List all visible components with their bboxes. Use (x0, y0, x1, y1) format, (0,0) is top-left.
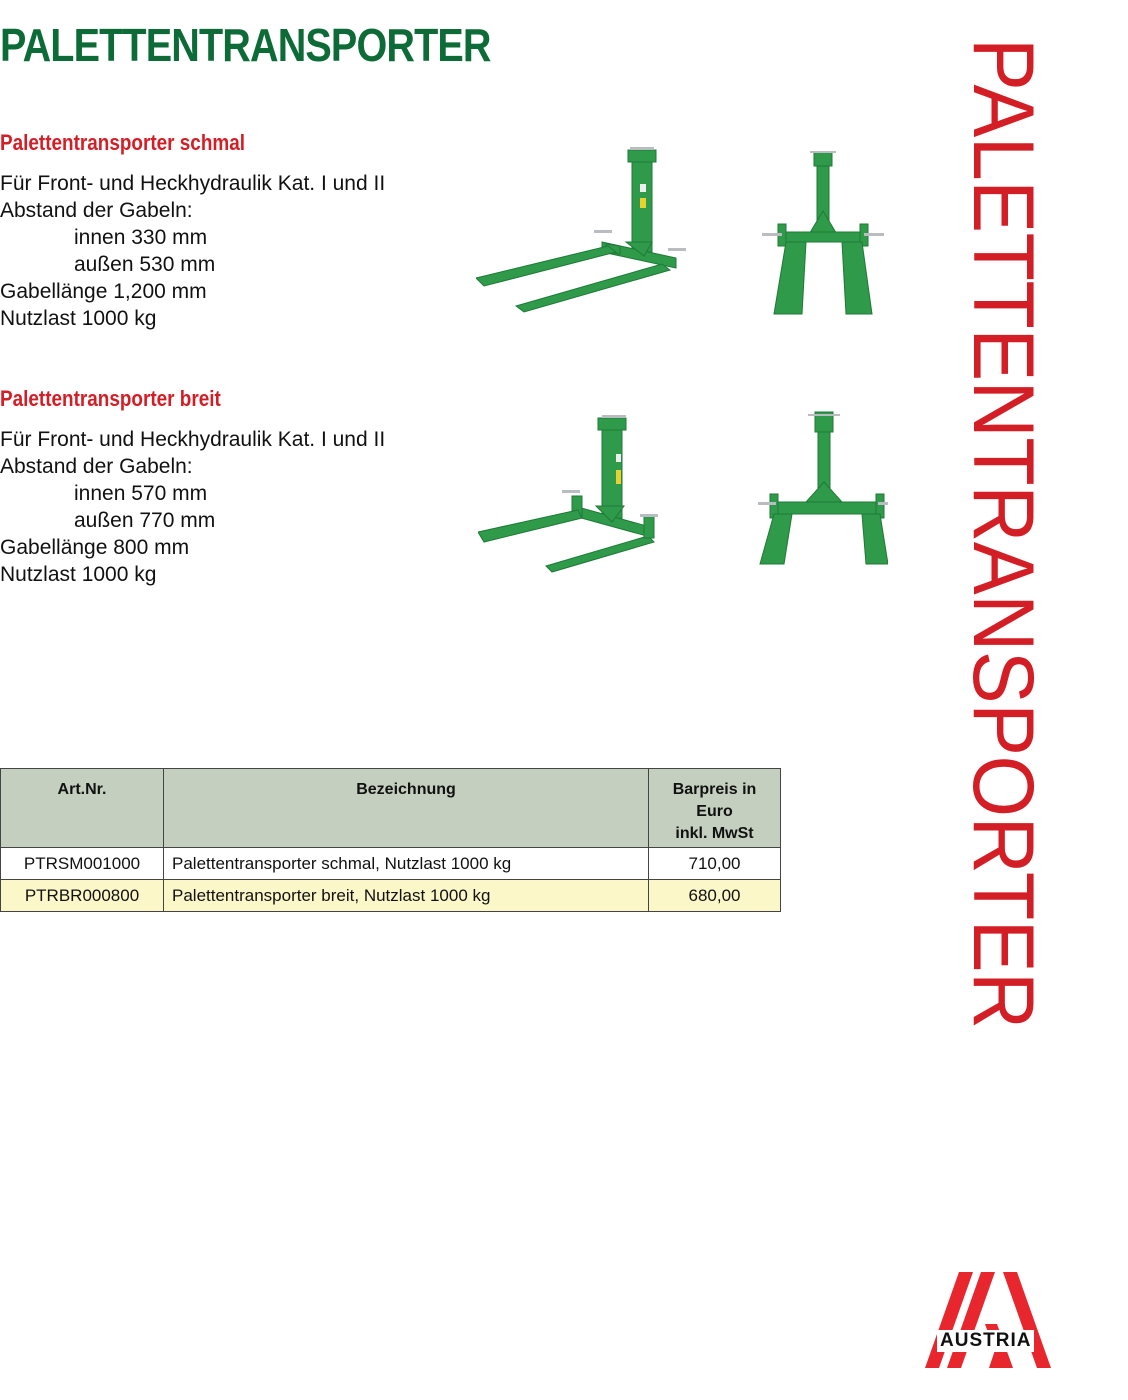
header-art-nr: Art.Nr. (0, 768, 164, 848)
spec-aussen: außen 530 mm (74, 253, 216, 276)
spec-innen: innen 330 mm (74, 226, 208, 249)
vertical-title: PALETTENTRANSPORTER (955, 38, 1051, 1029)
product-section-breit: Palettentransporter breit Für Front- und… (0, 386, 385, 588)
cell-art-nr: PTRSM001000 (0, 847, 164, 880)
pallet-fork-breit-front-image (758, 411, 888, 565)
table-header-row: Art.Nr. Bezeichnung Barpreis in Euro ink… (0, 768, 781, 848)
section-heading: Palettentransporter schmal (0, 130, 245, 155)
spec-nutzlast: Nutzlast 1000 kg (0, 307, 157, 330)
spec-abstand-label: Abstand der Gabeln: (0, 199, 193, 222)
cell-bezeichnung: Palettentransporter breit, Nutzlast 1000… (163, 879, 649, 912)
pallet-fork-schmal-front-image (762, 151, 884, 315)
cell-preis: 710,00 (648, 847, 781, 880)
pallet-fork-breit-side-image (478, 415, 658, 573)
spec-abstand-label: Abstand der Gabeln: (0, 455, 193, 478)
cell-preis: 680,00 (648, 879, 781, 912)
logo-text: AUSTRIA (937, 1330, 1035, 1352)
header-preis-line1: Barpreis in (672, 781, 757, 798)
cell-bezeichnung: Palettentransporter schmal, Nutzlast 100… (163, 847, 649, 880)
header-preis-line3: inkl. MwSt (675, 825, 754, 842)
section-heading: Palettentransporter breit (0, 386, 221, 411)
header-bezeichnung: Bezeichnung (163, 768, 649, 848)
spec-gabellaenge: Gabellänge 800 mm (0, 536, 190, 559)
header-preis-line2: Euro (696, 803, 733, 820)
spec-aussen: außen 770 mm (74, 509, 216, 532)
pallet-fork-schmal-side-image (476, 147, 686, 313)
spec-innen: innen 570 mm (74, 482, 208, 505)
table-row: PTRSM001000 Palettentransporter schmal, … (0, 847, 781, 880)
cell-art-nr: PTRBR000800 (0, 879, 164, 912)
table-row: PTRBR000800 Palettentransporter breit, N… (0, 879, 781, 912)
page-title: PALETTENTRANSPORTER (0, 19, 491, 71)
spec-hydraulik: Für Front- und Heckhydraulik Kat. I und … (0, 172, 386, 195)
header-preis: Barpreis in Euro inkl. MwSt (648, 768, 781, 848)
spec-hydraulik: Für Front- und Heckhydraulik Kat. I und … (0, 428, 386, 451)
spec-gabellaenge: Gabellänge 1,200 mm (0, 280, 207, 303)
spec-nutzlast: Nutzlast 1000 kg (0, 563, 157, 586)
product-section-schmal: Palettentransporter schmal Für Front- un… (0, 130, 385, 332)
austria-logo-icon (925, 1272, 1051, 1368)
price-table: Art.Nr. Bezeichnung Barpreis in Euro ink… (0, 768, 781, 912)
